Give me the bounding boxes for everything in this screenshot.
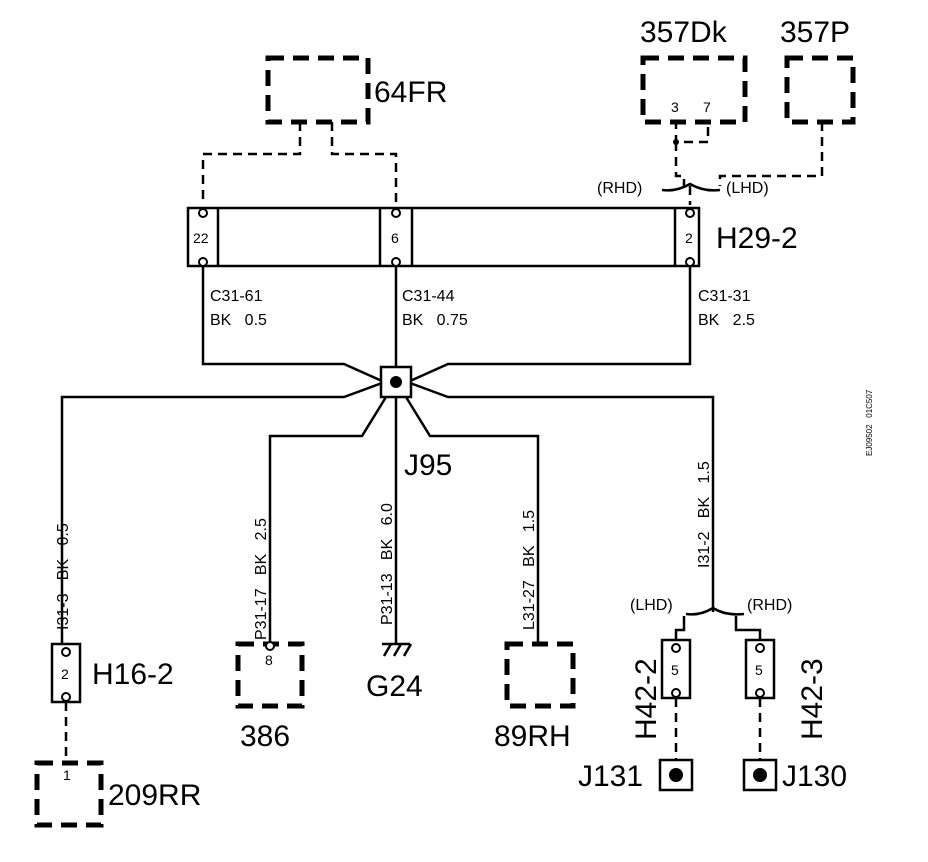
label-j131: J131	[578, 760, 643, 793]
connector-64fr: 64FR	[265, 55, 447, 125]
variant-rhd-top: (RHD)	[597, 180, 642, 197]
pin-label-h16-2: 2	[61, 666, 69, 682]
connector-386: 8 386	[235, 641, 305, 753]
label-89rh: 89RH	[494, 720, 571, 753]
wire-spec-c31-61: BK 0.5	[210, 312, 267, 329]
connector-357dk: 357Dk 3 7	[640, 16, 748, 125]
wire-label-c31-31: C31-31	[698, 288, 751, 305]
label-357p: 357P	[780, 16, 850, 49]
wire-label-c31-61: C31-61	[210, 288, 263, 305]
pin-label-h29-22: 22	[193, 230, 209, 246]
wire-64fr-to-pin22	[201, 122, 302, 205]
connector-357p: 357P	[780, 16, 856, 125]
variant-lhd-top: (LHD)	[726, 180, 769, 197]
label-h42-3: H42-3	[796, 658, 829, 740]
variant-rhd-bottom: (RHD)	[747, 597, 792, 614]
connector-89rh: 89RH	[494, 641, 576, 753]
label-j95: J95	[404, 449, 452, 482]
wire-spec-c31-31: BK 2.5	[698, 312, 755, 329]
pin-label-357dk-7: 7	[703, 99, 711, 115]
splice-j131: J131	[578, 758, 694, 793]
wire-l31-27	[404, 396, 540, 643]
wire-label-p31-17: P31-17 BK 2.5	[253, 518, 270, 640]
variant-lhd-bottom: (LHD)	[630, 597, 673, 614]
pin-label-357dk-3: 3	[671, 99, 679, 115]
label-357dk: 357Dk	[640, 16, 728, 49]
wire-i31-3	[60, 381, 383, 643]
ground-g24: G24	[366, 642, 423, 703]
pin-label-h29-2: 2	[685, 230, 693, 246]
label-h29-2: H29-2	[716, 222, 798, 255]
wires-357-to-h29	[661, 120, 824, 205]
connector-h42-2: 5 H42-2	[630, 638, 692, 740]
label-j130: J130	[782, 760, 847, 793]
wire-64fr-to-pin6	[330, 122, 398, 205]
wire-i31-2	[409, 381, 715, 612]
label-g24: G24	[366, 670, 423, 703]
wire-label-i31-2: I31-2 BK 1.5	[696, 461, 713, 568]
label-64fr: 64FR	[374, 76, 447, 109]
pin-label-386-8: 8	[265, 652, 273, 668]
wire-label-p31-13: P31-13 BK 6.0	[379, 503, 396, 625]
connector-209rr: 1 209RR	[34, 760, 201, 828]
wire-c31-31	[409, 266, 692, 383]
label-386: 386	[240, 720, 290, 753]
reference-code: EJ09502 01C507	[865, 389, 874, 456]
label-h16-2: H16-2	[92, 658, 174, 691]
wire-c31-61	[201, 266, 383, 383]
pin-label-h42-3-5: 5	[755, 662, 763, 678]
wire-p31-17	[268, 396, 388, 643]
pin-label-h29-6: 6	[391, 230, 399, 246]
wire-label-i31-3: I31-3 BK 0.5	[55, 523, 72, 630]
pin-label-209rr-1: 1	[63, 767, 71, 783]
variant-split-h42	[674, 606, 762, 640]
wire-label-c31-44: C31-44	[402, 288, 455, 305]
connector-h16-2: 2 H16-2	[50, 642, 174, 704]
pin-label-h42-2-5: 5	[671, 662, 679, 678]
connector-h42-3: 5 H42-3	[744, 638, 829, 740]
label-h42-2: H42-2	[630, 658, 663, 740]
label-209rr: 209RR	[108, 779, 201, 812]
wire-spec-c31-44: BK 0.75	[402, 312, 468, 329]
wire-label-l31-27: L31-27 BK 1.5	[521, 510, 538, 630]
splice-j130: J130	[742, 758, 847, 793]
connector-h29-2: 22 6 2 H29-2	[186, 206, 798, 268]
